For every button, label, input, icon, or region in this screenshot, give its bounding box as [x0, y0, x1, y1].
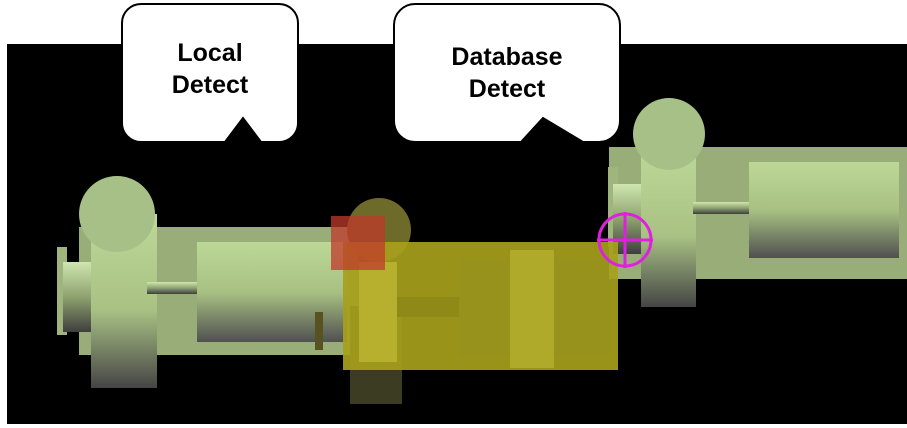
database-detect-callout: Database Detect: [393, 3, 621, 143]
local-detect-line2: Detect: [171, 71, 249, 99]
right-pump[interactable]: [608, 98, 907, 307]
database-detect-line2: Detect: [468, 75, 546, 103]
left-pump[interactable]: [57, 176, 359, 388]
local-detect-marker[interactable]: [331, 216, 385, 270]
local-detect-line1: Local: [177, 39, 243, 67]
scene-graphics: [57, 98, 907, 404]
middle-highlighted-pump[interactable]: [315, 198, 618, 404]
database-detect-line1: Database: [451, 43, 563, 71]
database-detect-marker[interactable]: [597, 212, 653, 268]
local-detect-callout: Local Detect: [121, 3, 299, 143]
